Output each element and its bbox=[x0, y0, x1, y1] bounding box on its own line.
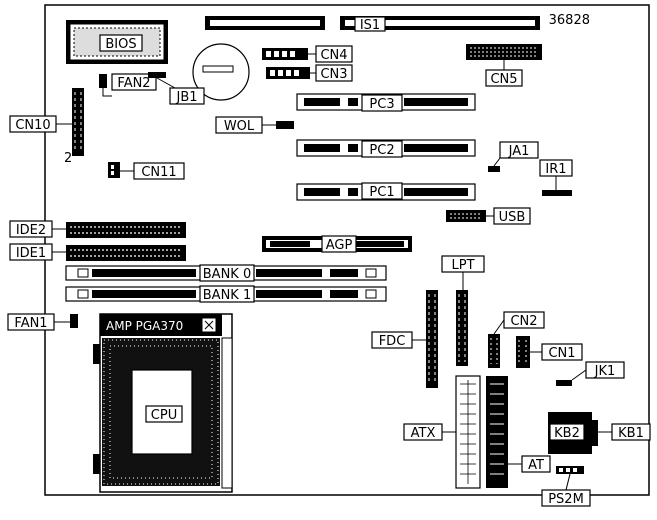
is1-label: IS1 bbox=[360, 18, 380, 33]
cpu-socket: AMP PGA370 CPU bbox=[93, 313, 233, 493]
cn3-label: CN3 bbox=[320, 67, 347, 82]
battery bbox=[192, 43, 250, 101]
bank0-label: BANK 0 bbox=[203, 267, 251, 282]
jb1-jumper: JB1 bbox=[148, 72, 205, 105]
usb-label: USB bbox=[499, 210, 526, 225]
is1-label-box bbox=[354, 16, 386, 32]
is1-slot: IS1 bbox=[205, 16, 540, 33]
ir1-connector: IR1 bbox=[539, 159, 573, 196]
ide2-connector: IDE2 bbox=[9, 220, 186, 238]
cn1-label: CN1 bbox=[548, 346, 575, 361]
wol-label: WOL bbox=[224, 119, 255, 134]
cn10-label: CN10 bbox=[15, 118, 50, 133]
pc2-label: PC2 bbox=[369, 143, 394, 158]
pc1-label: PC1 bbox=[369, 185, 394, 200]
jb1-label: JB1 bbox=[175, 90, 197, 105]
cn3-connector: CN3 bbox=[266, 64, 353, 82]
kb1-label: KB1 bbox=[618, 426, 644, 441]
board-id: 36828 bbox=[549, 13, 590, 28]
pc3-label: PC3 bbox=[369, 97, 394, 112]
at-connector: AT bbox=[486, 376, 551, 488]
cn10-pin1-label: 2 bbox=[64, 151, 72, 166]
socket-label: AMP PGA370 bbox=[106, 319, 183, 333]
kb2-label: KB2 bbox=[554, 426, 580, 441]
lpt-label: LPT bbox=[451, 258, 474, 273]
bank1-slot: BANK 1 bbox=[65, 285, 387, 303]
ps2m-label: PS2M bbox=[548, 492, 584, 507]
fan2-connector: FAN2 bbox=[99, 73, 157, 97]
pc2-slot: PC2 bbox=[296, 139, 476, 158]
ps2m-connector: PS2M bbox=[541, 466, 591, 507]
bios-chip: BIOS bbox=[66, 20, 168, 64]
ir1-label: IR1 bbox=[545, 162, 566, 177]
at-label: AT bbox=[528, 458, 544, 473]
jk1-label: JK1 bbox=[594, 364, 616, 379]
atx-connector: ATX bbox=[403, 375, 481, 489]
pc1-slot: PC1 bbox=[296, 182, 476, 201]
cn5-connector: CN5 bbox=[466, 44, 542, 87]
ja1-jumper: JA1 bbox=[488, 141, 539, 172]
ide2-label: IDE2 bbox=[16, 223, 46, 238]
ja1-label: JA1 bbox=[508, 144, 530, 159]
cn11-label: CN11 bbox=[141, 165, 176, 180]
ide1-connector: IDE1 bbox=[9, 243, 186, 261]
cn4-label: CN4 bbox=[320, 48, 347, 63]
fan1-label: FAN1 bbox=[14, 316, 47, 331]
jk1-jumper: JK1 bbox=[556, 361, 625, 386]
bios-label: BIOS bbox=[105, 37, 136, 52]
usb-connector: USB bbox=[446, 207, 531, 225]
bank0-slot: BANK 0 bbox=[65, 264, 387, 282]
cn10-connector: CN10 2 bbox=[9, 88, 84, 166]
kb2-connector: KB2 bbox=[548, 412, 598, 454]
atx-label: ATX bbox=[411, 426, 436, 441]
wol-connector: WOL bbox=[215, 116, 294, 134]
fan1-connector: FAN1 bbox=[7, 313, 78, 331]
cpu-label: CPU bbox=[151, 408, 177, 423]
fan2-label: FAN2 bbox=[117, 76, 150, 91]
fdc-connector: FDC bbox=[371, 290, 438, 388]
cn5-label: CN5 bbox=[490, 72, 517, 87]
fdc-label: FDC bbox=[379, 334, 406, 349]
cn1-connector: CN1 bbox=[516, 336, 583, 368]
pc3-slot: PC3 bbox=[296, 93, 476, 112]
cn2-label: CN2 bbox=[510, 314, 537, 329]
kb1-connector: KB1 bbox=[598, 423, 651, 441]
ide1-label: IDE1 bbox=[16, 246, 46, 261]
agp-label: AGP bbox=[326, 238, 353, 253]
agp-slot: AGP bbox=[262, 235, 412, 253]
lpt-connector: LPT bbox=[441, 255, 485, 366]
bank1-label: BANK 1 bbox=[203, 288, 251, 303]
cn11-connector: CN11 bbox=[108, 162, 185, 180]
cn2-connector: CN2 bbox=[488, 311, 545, 368]
cn4-connector: CN4 bbox=[262, 45, 353, 63]
